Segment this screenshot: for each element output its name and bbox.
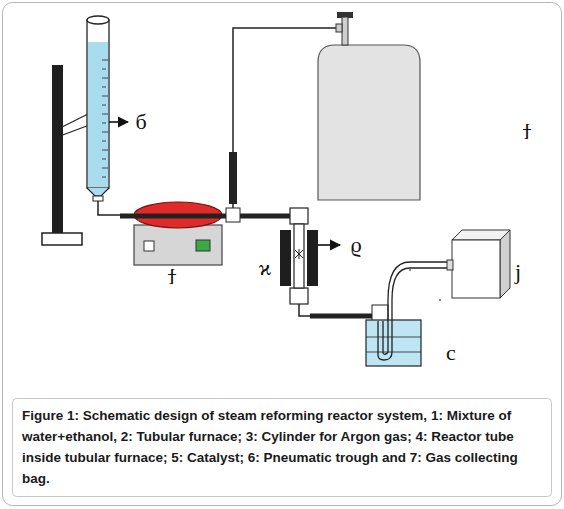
pneumatic-trough [366, 262, 452, 366]
stray-dots [409, 269, 411, 271]
pneumatic-trough [366, 320, 421, 366]
pneumatic-trough [366, 352, 421, 353]
callout-number: ϯ [523, 121, 532, 143]
feed-cylinder [102, 150, 108, 151]
gas-collecting-bag [500, 230, 510, 298]
outlet-line [372, 305, 388, 321]
feed-cylinder [102, 132, 108, 133]
retort-stand [42, 233, 82, 245]
feed-cylinder [102, 69, 106, 70]
feed-cylinder [102, 141, 106, 142]
stray-dots [409, 269, 441, 301]
feed-cylinder [102, 60, 108, 177]
argon-cylinder [318, 12, 420, 200]
argon-cylinder [318, 45, 420, 200]
reactor-tube [290, 208, 308, 224]
outlet-line [299, 304, 310, 316]
reactor-tube [318, 244, 340, 246]
callout-number: б [135, 111, 146, 133]
feed-cylinder [87, 16, 109, 24]
figure-frame [3, 3, 562, 506]
stray-dots [439, 299, 441, 301]
feed-cylinder [102, 168, 108, 169]
feed-cylinder [87, 188, 109, 196]
reactor-tube [280, 230, 291, 286]
figure-caption: Figure 1: Schematic design of steam refo… [22, 405, 544, 489]
feed-cylinder [102, 105, 106, 106]
outlet-line [310, 314, 372, 319]
pneumatic-trough [366, 337, 421, 338]
reactor-tube [294, 224, 304, 288]
feed-cylinder [102, 60, 108, 61]
feed-cylinder [102, 114, 108, 115]
feed-cylinder [93, 196, 103, 201]
feed-cylinder [102, 78, 108, 79]
retort-stand [42, 65, 92, 245]
reactor-tube [280, 208, 340, 304]
tubular-furnace [120, 202, 290, 265]
feed-cylinder [102, 96, 108, 97]
argon-line [226, 208, 240, 222]
retort-stand [52, 65, 63, 235]
reactor-tube [307, 230, 318, 286]
feed-cylinder [87, 20, 109, 188]
feed-cylinder [88, 42, 108, 187]
feed-cylinder [102, 87, 106, 88]
argon-cylinder [342, 17, 348, 45]
argon-line [229, 152, 237, 204]
callout-number: j [515, 261, 521, 283]
catalyst-bed [295, 249, 303, 259]
gas-collecting-bag [447, 230, 510, 298]
callout-number: c [446, 342, 456, 364]
callout-number: ϰ [259, 257, 271, 279]
figure-frame [13, 399, 552, 497]
gas-collecting-bag [447, 260, 453, 270]
feed-cylinder [109, 121, 128, 123]
tubular-furnace [196, 240, 210, 251]
figure-frame [3, 3, 562, 506]
feed-cylinder [102, 159, 106, 160]
reactor-tube [290, 288, 308, 304]
pneumatic-trough [383, 262, 452, 354]
catalyst-bed [295, 249, 303, 259]
feed-cylinder [87, 16, 135, 215]
feed-cylinder [102, 123, 106, 124]
tubular-furnace [144, 241, 154, 251]
argon-cylinder [336, 24, 342, 32]
outlet-line [299, 304, 388, 321]
callout-number: ϱ [350, 234, 361, 256]
feed-cylinder [98, 201, 135, 215]
tubular-furnace [134, 225, 222, 265]
callout-number: ϯ [168, 266, 177, 288]
gas-collecting-bag [452, 240, 500, 298]
tubular-furnace [120, 214, 290, 219]
feed-cylinder [102, 177, 106, 178]
